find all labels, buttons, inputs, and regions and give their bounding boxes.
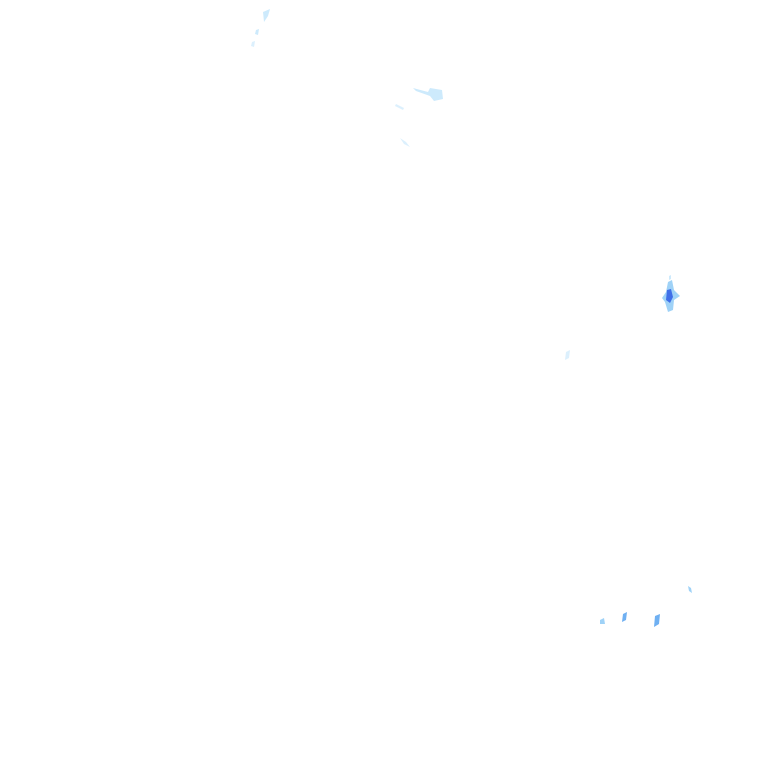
echo-shape <box>688 586 692 593</box>
echo-shape <box>654 614 660 627</box>
echo-shape <box>666 289 673 303</box>
precipitation-echo-north <box>395 88 443 147</box>
precipitation-echo-center <box>565 350 570 360</box>
echo-shape <box>413 88 443 101</box>
precipitation-echo-southeast <box>600 586 692 627</box>
precipitation-echo-northwest <box>251 9 270 47</box>
precipitation-echo-east <box>662 275 680 312</box>
echo-shape <box>600 618 605 624</box>
echo-shape <box>669 275 671 280</box>
echo-shape <box>251 41 255 47</box>
echo-shape <box>263 9 270 22</box>
echo-shape <box>565 350 570 360</box>
echo-shape <box>255 29 259 35</box>
echo-shape <box>395 104 404 110</box>
echo-shape <box>622 612 627 622</box>
echo-shape <box>400 138 410 147</box>
